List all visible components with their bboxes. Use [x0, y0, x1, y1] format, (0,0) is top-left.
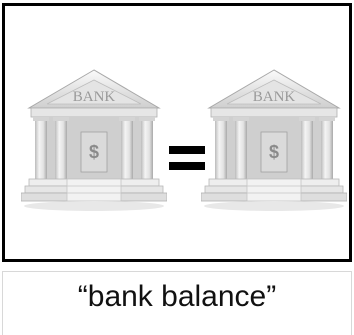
equals-sign	[169, 146, 205, 172]
illustration-frame: BANK $	[2, 3, 352, 262]
bank-building-icon: BANK $	[201, 69, 347, 211]
dollar-icon: $	[269, 142, 279, 162]
bank-building-icon: BANK $	[21, 69, 167, 211]
dollar-icon: $	[89, 142, 99, 162]
bank-sign-text: BANK	[253, 89, 296, 105]
caption-box: “bank balance”	[2, 271, 352, 335]
caption-text: “bank balance”	[77, 280, 277, 313]
bank-sign-text: BANK	[73, 89, 116, 105]
